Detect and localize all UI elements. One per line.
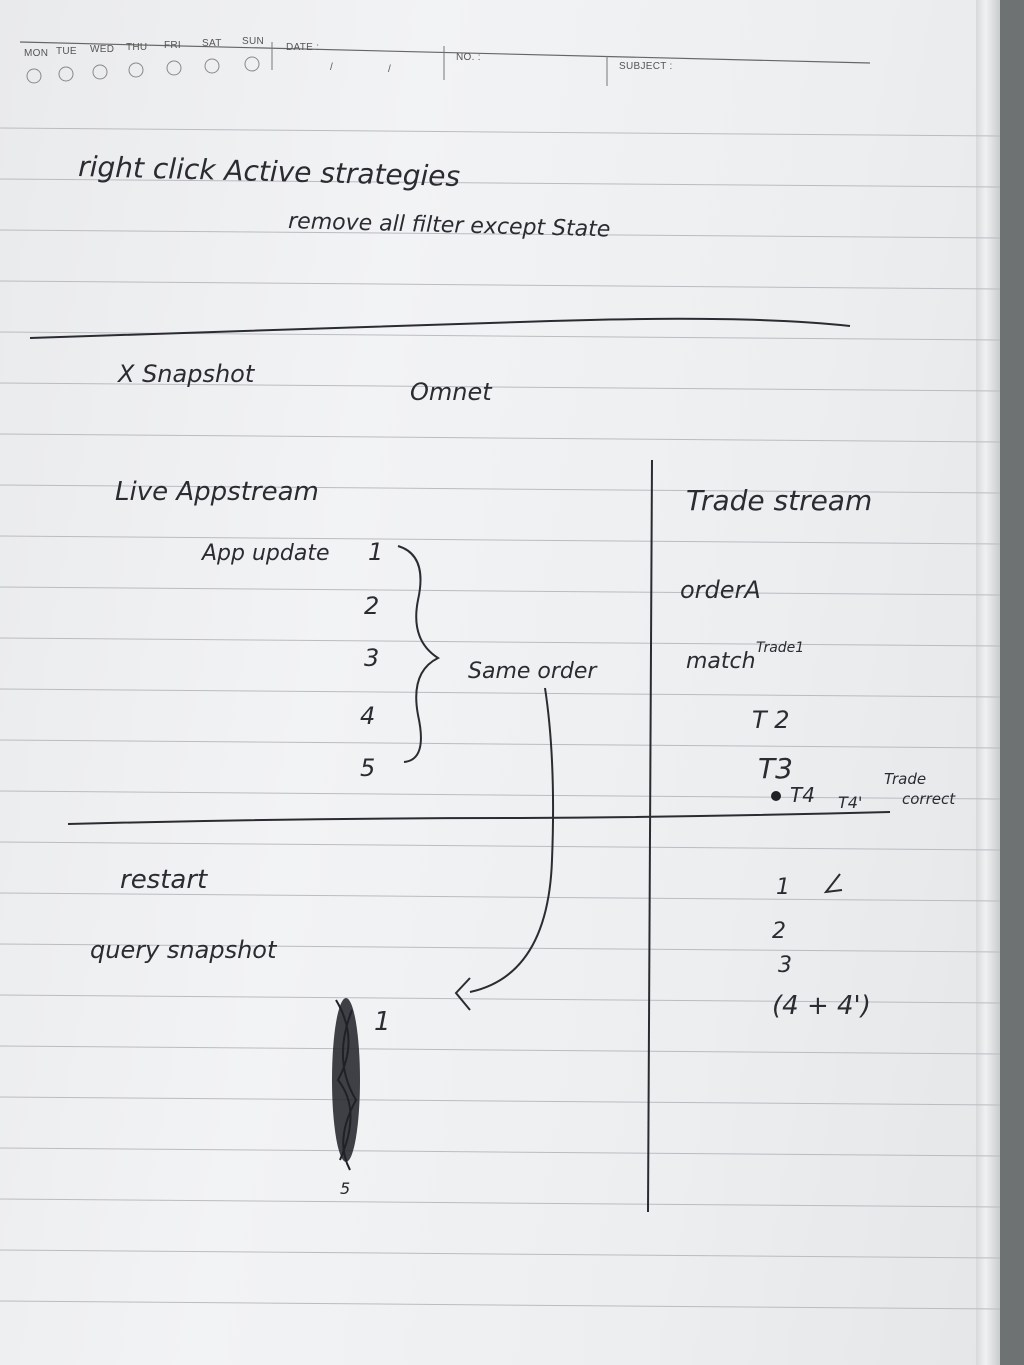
- column-divider-stroke: [647, 459, 653, 1213]
- note-same-order: Same order: [468, 659, 598, 684]
- ruled-line: [0, 1147, 1000, 1157]
- arrowhead-stroke: [454, 977, 471, 1011]
- ruled-line: [0, 994, 1000, 1004]
- separator-stroke-1: [29, 317, 851, 339]
- ruled-line: [0, 382, 1000, 392]
- note-x-snapshot: X Snapshot: [116, 360, 256, 388]
- weekday-label: FRI: [164, 40, 181, 51]
- note-live-appstream: Live Appstream: [115, 477, 319, 507]
- note-app-update: App update: [200, 541, 330, 566]
- ruled-line: [0, 790, 1000, 800]
- trade-after-item: 1: [776, 875, 790, 900]
- date-separator-1: /: [330, 62, 333, 73]
- app-update-number: 4: [360, 702, 375, 730]
- trade-dot: [771, 791, 781, 801]
- handwritten-notes: right click Active strategies remove all…: [29, 150, 956, 1213]
- weekday-label: WED: [90, 44, 114, 55]
- ruled-lines: [0, 127, 1000, 1310]
- trade-order-a: orderA: [680, 576, 761, 604]
- trade-t3: T3: [758, 752, 793, 785]
- trade-match: match: [686, 649, 756, 674]
- app-update-number: 2: [364, 592, 379, 620]
- header-line: [19, 41, 871, 64]
- ruled-line: [0, 1300, 1000, 1310]
- ruled-line: [0, 1249, 1000, 1259]
- app-update-number: 3: [364, 644, 379, 672]
- trade-correct-line2: correct: [902, 790, 956, 808]
- weekday-circle[interactable]: [166, 60, 182, 76]
- notebook-page: MON TUE WED THU FRI SAT SUN DATE : / / NO. : S…: [0, 0, 1000, 1365]
- ruled-line: [0, 229, 1000, 239]
- ruled-line: [0, 1096, 1000, 1106]
- trade-correct-line1: Trade: [884, 770, 926, 788]
- ruled-line: [0, 688, 1000, 698]
- weekday-label: SUN: [242, 36, 264, 47]
- ruled-line: [0, 178, 1000, 188]
- ruled-line: [0, 637, 1000, 647]
- date-label: DATE :: [286, 42, 319, 53]
- weekday-circle[interactable]: [58, 66, 74, 82]
- ruled-line: [0, 1045, 1000, 1055]
- note-restart: restart: [120, 865, 208, 895]
- ruled-line: [0, 943, 1000, 953]
- trade-trade1: Trade1: [756, 640, 804, 656]
- trade-t2: T 2: [752, 706, 790, 734]
- ruled-line: [0, 433, 1000, 443]
- trade-after-item: 2: [772, 919, 786, 944]
- weekday-circle[interactable]: [92, 64, 108, 80]
- app-update-number: 5: [360, 754, 375, 782]
- page-header: MON TUE WED THU FRI SAT SUN DATE : / / NO. : S…: [19, 36, 871, 86]
- weekday-label: TUE: [56, 46, 77, 57]
- weekday-circle[interactable]: [244, 56, 260, 72]
- subject-label: SUBJECT :: [619, 61, 673, 72]
- arrow-stroke: [469, 687, 555, 993]
- ruled-line: [0, 739, 1000, 749]
- weekday-circle[interactable]: [26, 68, 42, 84]
- ruled-line: [0, 484, 1000, 494]
- ruled-line: [0, 535, 1000, 545]
- date-separator-2: /: [388, 64, 391, 75]
- weekday-circle[interactable]: [128, 62, 144, 78]
- notebook-spine: [976, 0, 1000, 1365]
- no-label: NO. :: [456, 52, 481, 63]
- scribble-block: [332, 998, 360, 1171]
- separator-stroke-2: [67, 811, 891, 825]
- ruled-line: [0, 586, 1000, 596]
- weekday-circle[interactable]: [204, 58, 220, 74]
- trade-after-item: 3: [778, 953, 792, 978]
- ruled-line: [0, 127, 1000, 137]
- trade-after-item: (4 + 4'): [772, 991, 871, 1021]
- trade-stream-title: Trade stream: [686, 484, 872, 517]
- trade-arrow-stroke: [823, 873, 843, 894]
- trade-t4: T4: [790, 783, 815, 807]
- brace-stroke: [397, 545, 441, 763]
- app-update-number: 1: [368, 538, 383, 566]
- page-drawing: MON TUE WED THU FRI SAT SUN DATE : / / NO. : S…: [0, 36, 1000, 1310]
- note-query-last: 5: [340, 1179, 350, 1198]
- ruled-line: [0, 841, 1000, 851]
- note-right-click: right click Active strategies: [78, 150, 461, 193]
- note-query-snapshot: query snapshot: [90, 936, 278, 964]
- trade-t4-prime: T4': [838, 793, 862, 812]
- note-query-first: 1: [374, 1007, 391, 1037]
- ruled-line: [0, 280, 1000, 290]
- weekday-label: THU: [126, 42, 147, 53]
- weekday-label: MON: [24, 48, 48, 59]
- ruled-line: [0, 1198, 1000, 1208]
- weekday-label: SAT: [202, 38, 222, 49]
- note-omnet: Omnet: [410, 378, 493, 406]
- ruled-line: [0, 892, 1000, 902]
- note-remove-filter: remove all filter except State: [288, 209, 611, 242]
